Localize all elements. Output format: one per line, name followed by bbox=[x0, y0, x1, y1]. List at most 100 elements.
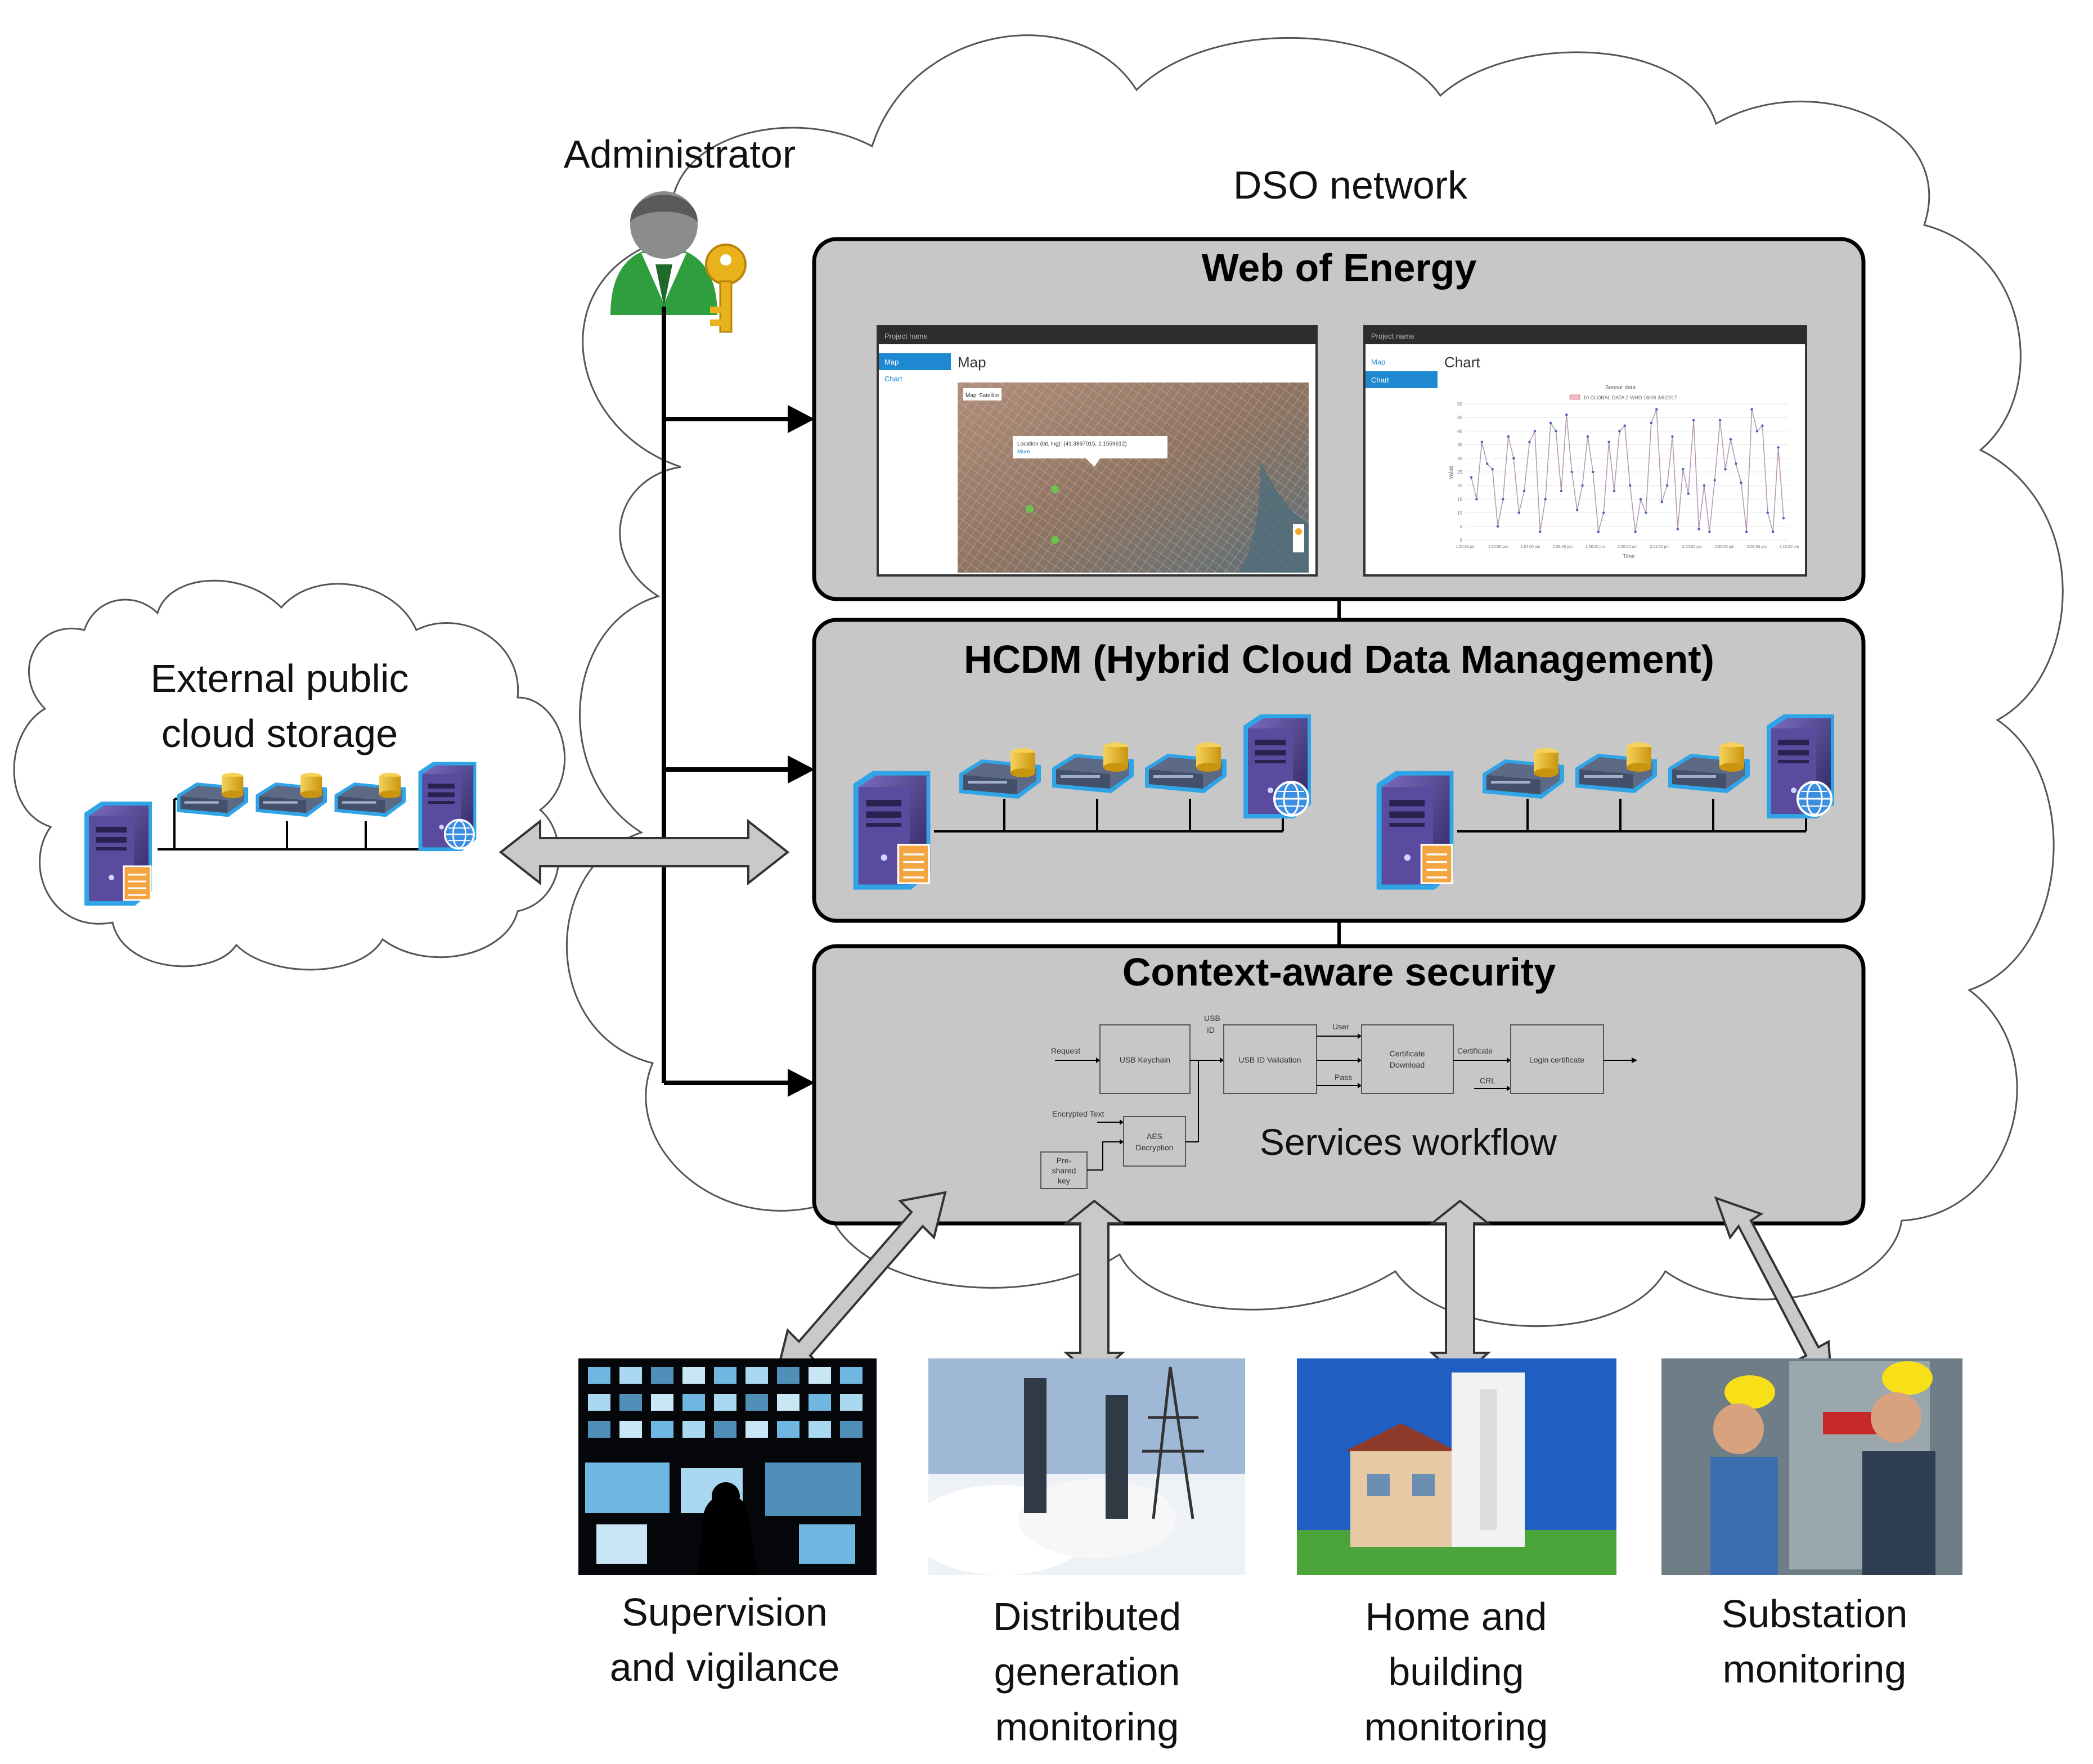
chart-heading: Sensor data bbox=[1605, 385, 1636, 391]
map-nav-map[interactable]: Map bbox=[884, 358, 899, 366]
app-caption-supervision-l1: Supervision bbox=[622, 1590, 828, 1634]
chart-screenshot: Project name Map Chart Chart Sensor data… bbox=[1363, 325, 1807, 577]
chart-point bbox=[1687, 492, 1690, 495]
chart-xtick-label: 1:50:00 pm bbox=[1456, 545, 1475, 549]
chart-point bbox=[1512, 457, 1515, 460]
monitor-screen bbox=[619, 1421, 642, 1438]
chart-point bbox=[1586, 435, 1589, 438]
monitor-screen bbox=[588, 1394, 610, 1411]
chart-point bbox=[1740, 482, 1742, 484]
chart-xtick-label: 1:52:00 pm bbox=[1488, 545, 1508, 549]
monitor-screen bbox=[840, 1367, 863, 1384]
chart-point bbox=[1629, 484, 1632, 487]
chart-point bbox=[1703, 484, 1706, 487]
monitor-screen bbox=[588, 1367, 610, 1384]
map-nav-chart[interactable]: Chart bbox=[884, 375, 902, 383]
map-toggle-satellite[interactable]: Satellite bbox=[979, 393, 999, 399]
hcdm-cluster-left bbox=[854, 714, 1311, 890]
external-cloud-label-line2: cloud storage bbox=[161, 712, 398, 755]
chart-ylabel: Value bbox=[1448, 465, 1454, 479]
chart-point bbox=[1539, 530, 1542, 533]
key-icon bbox=[705, 244, 747, 333]
monitor-screen bbox=[745, 1421, 768, 1438]
chart-point bbox=[1682, 467, 1685, 471]
server-icon bbox=[1377, 771, 1454, 890]
chart-xtick-label: 1:54:00 pm bbox=[1520, 545, 1540, 549]
web-server-icon bbox=[1767, 714, 1834, 818]
home-building-image bbox=[1297, 1358, 1616, 1575]
map-screenshot: Project name Map Chart Map Map Satellite… bbox=[877, 325, 1318, 577]
app-caption-substation-l2: monitoring bbox=[1723, 1647, 1907, 1691]
hcdm-title: HCDM (Hybrid Cloud Data Management) bbox=[964, 637, 1714, 681]
app-caption-home-l1: Home and bbox=[1366, 1595, 1547, 1639]
monitor-screen bbox=[809, 1367, 831, 1384]
chart-nav-chart[interactable]: Chart bbox=[1371, 376, 1389, 384]
chart-xlabel: Time bbox=[1623, 554, 1635, 560]
chart-point bbox=[1782, 517, 1785, 520]
chart-point bbox=[1650, 421, 1653, 425]
chart-point bbox=[1645, 511, 1647, 514]
chart-point bbox=[1766, 511, 1769, 514]
chart-point bbox=[1597, 530, 1600, 533]
chart-point bbox=[1581, 484, 1584, 487]
chart-xtick-label: 2:10:00 pm bbox=[1779, 545, 1799, 549]
chart-point bbox=[1671, 435, 1674, 438]
administrator-icon bbox=[610, 191, 717, 315]
chart-point bbox=[1496, 525, 1499, 528]
monitor-screen bbox=[619, 1394, 642, 1411]
monitor-screen bbox=[714, 1394, 736, 1411]
chart-point bbox=[1491, 467, 1494, 471]
map-toggle[interactable]: Map bbox=[965, 393, 977, 399]
chart-xtick-label: 1:56:00 pm bbox=[1553, 545, 1573, 549]
chart-point bbox=[1570, 470, 1573, 474]
monitor-screen bbox=[745, 1367, 768, 1384]
monitor-screen bbox=[651, 1367, 673, 1384]
chart-ytick-label: 40 bbox=[1457, 429, 1462, 434]
chart-ytick-label: 35 bbox=[1457, 443, 1462, 448]
chart-xtick-label: 2:04:00 pm bbox=[1682, 545, 1702, 549]
chart-xtick-label: 2:08:00 pm bbox=[1747, 545, 1767, 549]
wf-login-cert-box bbox=[1510, 1024, 1604, 1094]
chart-point bbox=[1533, 430, 1537, 433]
app-caption-home-l3: monitoring bbox=[1364, 1705, 1548, 1749]
chart-ytick-label: 0 bbox=[1460, 538, 1463, 543]
chart-point bbox=[1575, 508, 1579, 511]
chart-point bbox=[1697, 528, 1700, 530]
chart-point bbox=[1724, 467, 1727, 471]
chart-ytick-label: 30 bbox=[1457, 456, 1462, 461]
admin-arrow-hcdm bbox=[664, 755, 815, 784]
wf-login-certificate: Login certificate bbox=[1529, 1055, 1584, 1064]
app-arrows bbox=[775, 1191, 1833, 1383]
wf-usb-keychain-box bbox=[1099, 1024, 1191, 1094]
wf-usb-id-l2: ID bbox=[1207, 1025, 1215, 1034]
monitor-screen bbox=[809, 1421, 831, 1438]
chart-point bbox=[1676, 528, 1679, 530]
chart-point bbox=[1522, 489, 1526, 493]
chart-point bbox=[1634, 530, 1637, 533]
chart-point bbox=[1544, 498, 1547, 501]
wf-preshared-l3: key bbox=[1058, 1176, 1070, 1185]
chart-nav-map[interactable]: Map bbox=[1371, 358, 1385, 366]
chart-point bbox=[1470, 476, 1473, 479]
chart-xtick-label: 2:00:00 pm bbox=[1618, 545, 1637, 549]
chart-point bbox=[1592, 470, 1595, 474]
chart-ytick-label: 15 bbox=[1457, 497, 1462, 502]
chart-series-line bbox=[1471, 409, 1784, 532]
chart-xtick-label: 1:58:00 pm bbox=[1585, 545, 1605, 549]
monitor-screen bbox=[619, 1367, 642, 1384]
wf-certificate: Certificate bbox=[1457, 1046, 1493, 1055]
chart-ytick-label: 10 bbox=[1457, 511, 1462, 516]
monitor-screen bbox=[809, 1394, 831, 1411]
web-server-icon bbox=[1243, 714, 1311, 818]
monitor-screen bbox=[714, 1421, 736, 1438]
chart-point bbox=[1507, 435, 1510, 438]
supervision-image bbox=[578, 1358, 877, 1575]
app-caption-supervision-l2: and vigilance bbox=[610, 1645, 840, 1689]
wf-preshared-l2: shared bbox=[1052, 1166, 1076, 1175]
wf-encrypted-text: Encrypted Text bbox=[1052, 1109, 1104, 1118]
monitor-screen bbox=[596, 1524, 647, 1564]
map-popup-link[interactable]: More bbox=[1017, 449, 1030, 455]
substation-image bbox=[1661, 1358, 1962, 1575]
chart-page-title: Chart bbox=[1444, 354, 1480, 371]
monitor-screen bbox=[588, 1421, 610, 1438]
